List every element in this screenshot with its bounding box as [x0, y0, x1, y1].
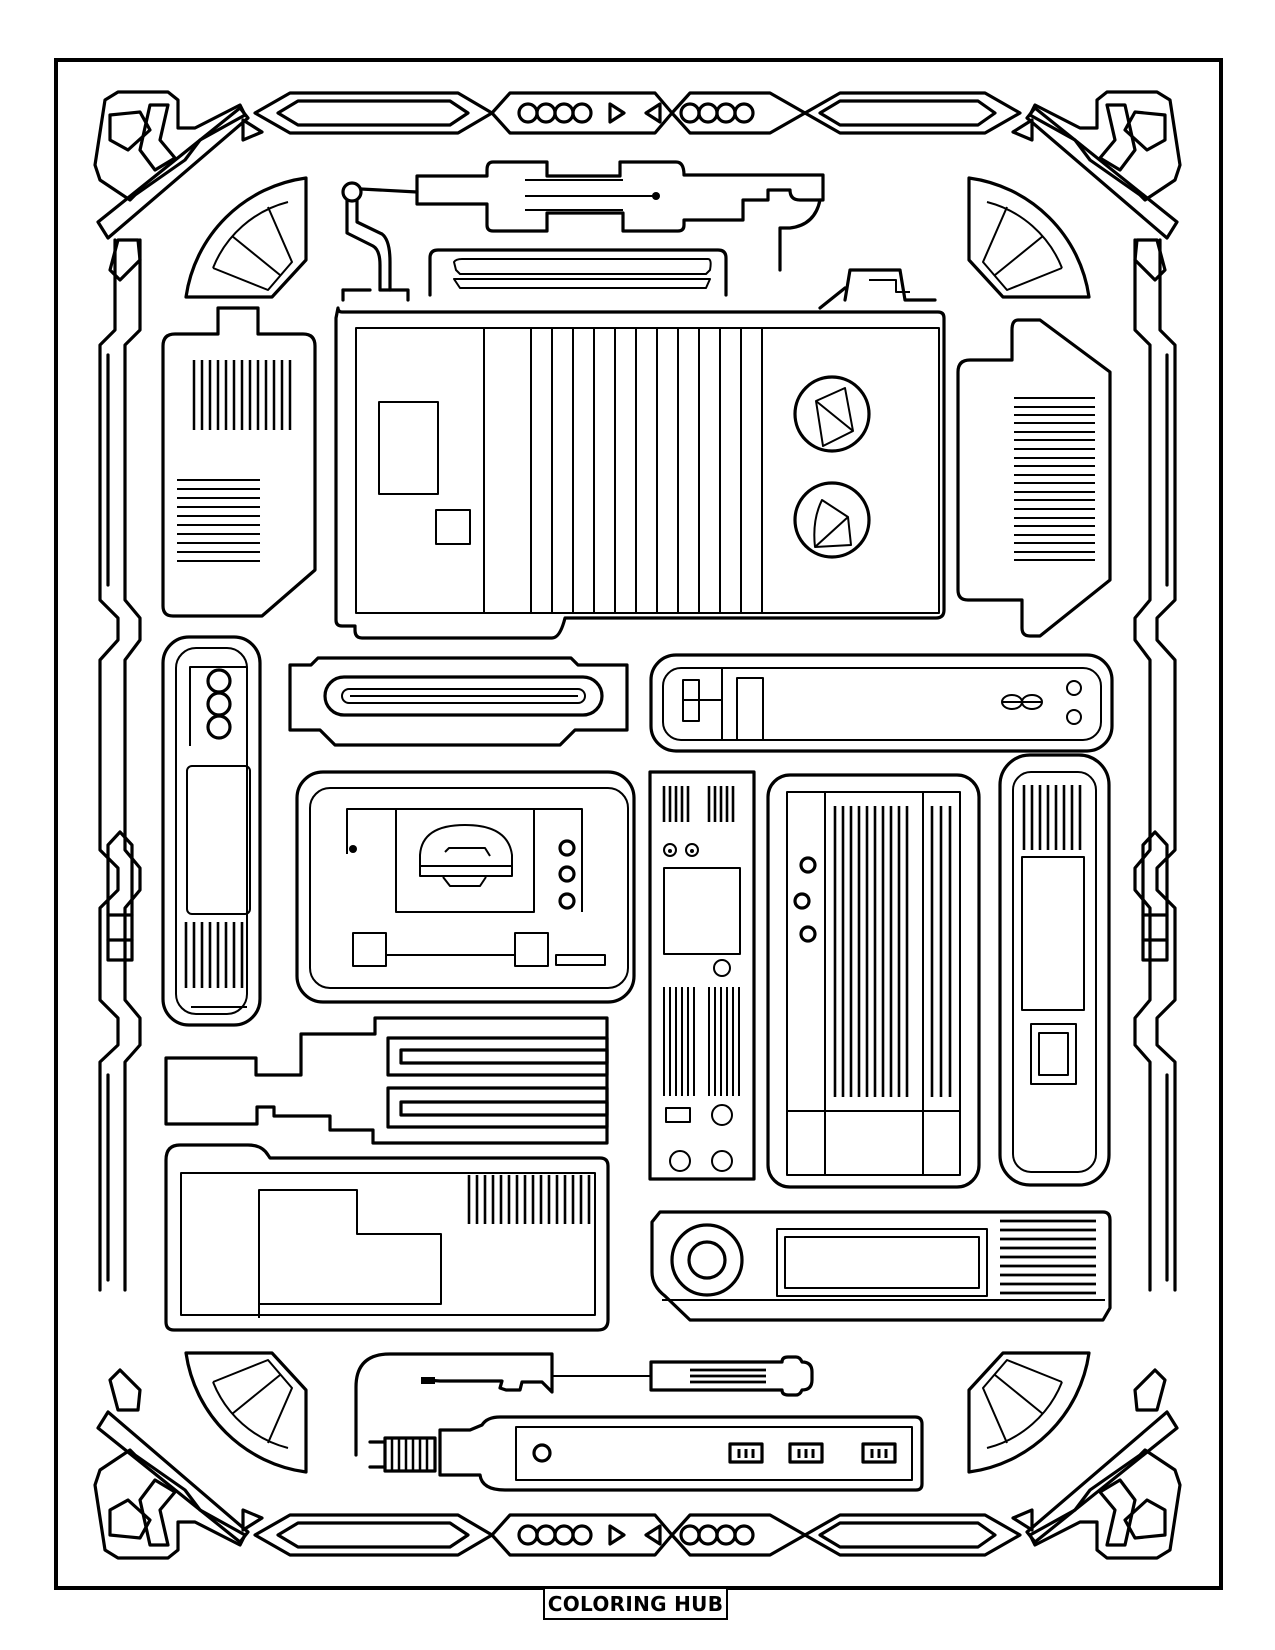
rack-unit [648, 770, 756, 1181]
antenna-tip-icon [652, 192, 660, 200]
top-slot-cartridge [428, 248, 728, 297]
right-side-rail [1133, 238, 1177, 1292]
top-chain-band [253, 91, 1022, 135]
remote [161, 635, 262, 1027]
left-cartridge [161, 306, 317, 618]
corner-knot-bottom-left [93, 1368, 264, 1560]
bottom-chain-band [253, 1513, 1022, 1557]
deck-button [435, 509, 471, 545]
rack-vents-bottom [663, 987, 740, 1096]
projector-vents [1000, 1219, 1096, 1295]
reel-knob-top-icon [793, 375, 871, 453]
projector-window [776, 1228, 988, 1297]
keyboard-vents [467, 1175, 591, 1224]
right-cartridge [956, 318, 1112, 638]
power-plug-icon [368, 1436, 437, 1473]
brand-label: COLORING HUB [543, 1587, 728, 1620]
left-cartridge-vents-vertical [192, 360, 292, 430]
projector-lens-icon [670, 1223, 744, 1297]
tower-case [766, 773, 981, 1189]
console-button-3 [558, 892, 576, 910]
corner-knot-top-right [1011, 90, 1182, 282]
remote-screen [186, 765, 251, 915]
keyboard-base [164, 1143, 610, 1332]
deck-display [378, 401, 439, 495]
corner-knot-top-left [93, 90, 264, 282]
tower-button-2 [793, 892, 811, 910]
tower-button-1 [799, 856, 817, 874]
speaker-vents [1022, 785, 1082, 850]
corner-knot-bottom-right [1011, 1368, 1182, 1560]
console-screen [395, 808, 535, 913]
fan-top-left [184, 176, 308, 299]
fan-bottom-left [184, 1351, 308, 1474]
tall-speaker [998, 753, 1111, 1187]
slot-loader [288, 656, 629, 747]
fan-top-right [967, 176, 1091, 299]
tower-grille [833, 806, 952, 1097]
fan-bottom-right [967, 1351, 1091, 1474]
rack-vents-top [662, 786, 735, 822]
vcr-tape-icon [1001, 694, 1043, 710]
projector [650, 1210, 1112, 1322]
power-strip [368, 1415, 924, 1492]
console-button-2 [558, 865, 576, 883]
reel-knob-bottom-icon [793, 481, 871, 559]
handheld-console [295, 770, 636, 1004]
frame-ornament [93, 90, 1182, 1560]
deck-grille [530, 328, 763, 613]
remote-button-2 [206, 691, 232, 717]
outlet-2-icon [788, 1442, 824, 1464]
left-cartridge-vents-horizontal [177, 479, 260, 562]
screwdriver [354, 1352, 814, 1457]
tower-button-3 [799, 925, 817, 943]
dual-slot-drive [164, 1016, 609, 1145]
remote-button-3 [206, 714, 232, 740]
outer-border [54, 58, 1223, 1590]
right-cartridge-vents [1014, 397, 1095, 561]
outlet-3-icon [861, 1442, 897, 1464]
remote-speaker [184, 922, 244, 988]
left-side-rail [98, 238, 142, 1292]
antenna-arm [341, 160, 825, 302]
console-button-1 [558, 839, 576, 857]
tape-deck [334, 268, 946, 640]
outlet-1-icon [728, 1442, 764, 1464]
burger-icon [419, 824, 513, 887]
vcr-strip [649, 653, 1114, 753]
power-switch [532, 1443, 552, 1463]
remote-button-1 [206, 668, 232, 694]
